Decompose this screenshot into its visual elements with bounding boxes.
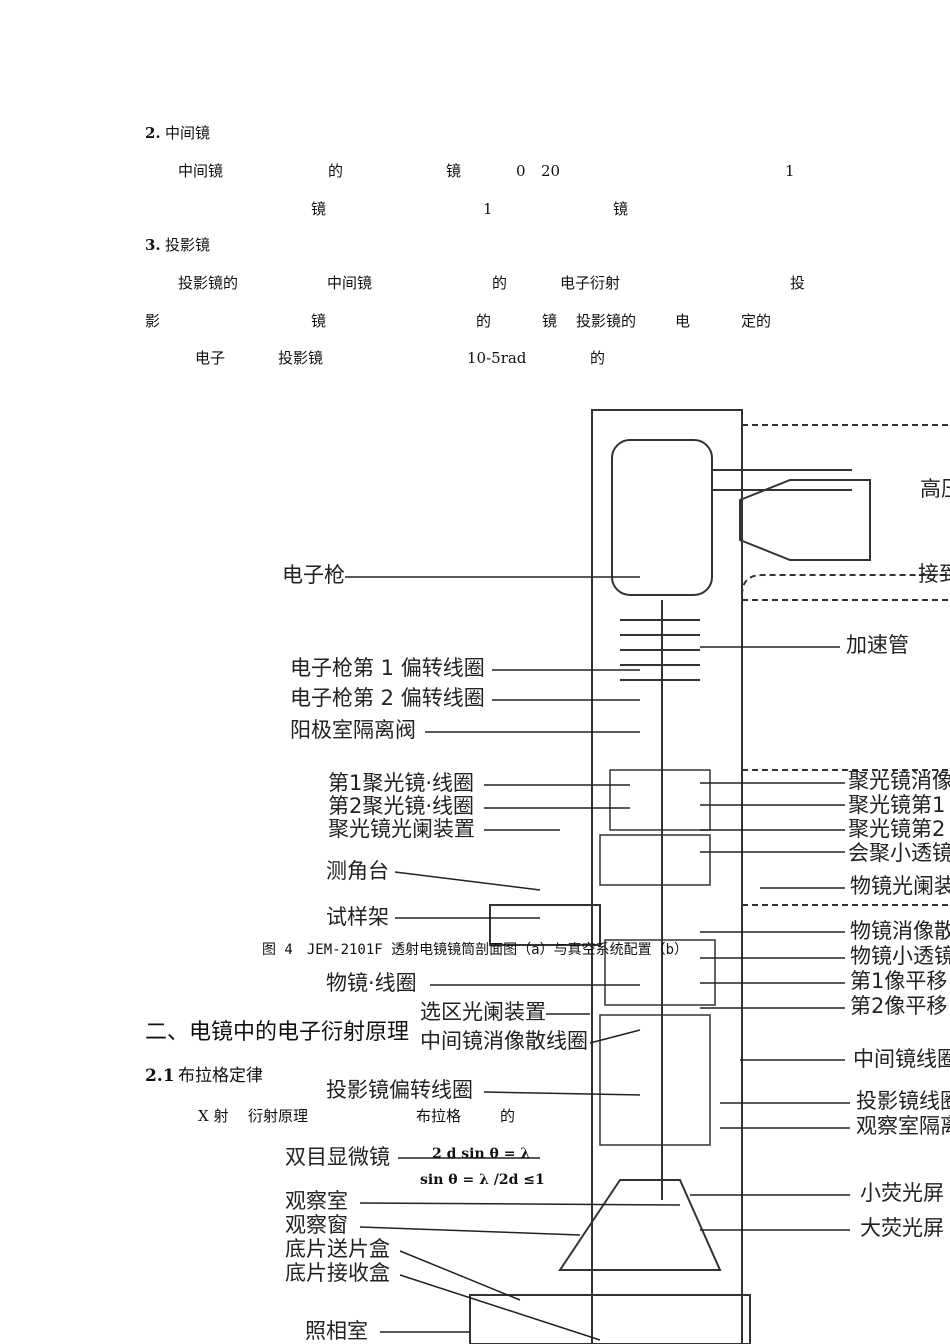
text-fragment: 衍射原理 [248,1107,309,1125]
diagram-label: 底片接收盒 [285,1261,390,1285]
section-title: 布拉格定律 [178,1066,263,1086]
diagram-label: 聚光镜第1 [848,793,946,817]
diagram-label: 观察窗 [285,1213,348,1237]
text-fragment: 的 [476,312,492,330]
diagram-label: 观察室隔离 [856,1114,950,1138]
text-fragment: 影 [145,312,161,330]
diagram-label: 双目显微镜 [285,1145,390,1169]
text-fragment: 布拉格 [416,1107,462,1125]
diagram-label: 第2聚光镜·线圈 [328,794,475,818]
text-fragment: 中间镜 [178,162,224,180]
text-fragment: 1 [785,162,795,180]
text-fragment: 定的 [741,312,772,330]
figure-caption: 图 4 JEM-2101F 透射电镜镜筒剖面图（a）与真空系统配置（b） [262,942,689,958]
text-fragment: 电 [675,312,691,330]
diagram-label: 高压 [920,477,950,501]
diagram-label: 观察室 [285,1189,348,1213]
text-fragment: 的 [500,1107,516,1125]
section-number: 2. [145,124,161,142]
diagram-label: 会聚小透镜 [848,841,950,865]
diagram-label: 阳极室隔离阀 [290,718,416,742]
text-fragment: X 射 [198,1107,229,1125]
diagram-label: 电子枪第 1 偏转线圈 [290,656,485,680]
text-fragment: 1 [483,200,493,218]
diagram-label: 投影镜线圈 [856,1089,950,1113]
diagram-label: 大荧光屏 [860,1216,944,1240]
diagram-label: 第1聚光镜·线圈 [328,771,475,795]
text-fragment: 中间镜 [327,274,373,292]
text-fragment: 投影镜的 [576,312,637,330]
diagram-label: 底片送片盒 [285,1237,390,1261]
section-number: 3. [145,236,161,254]
diagram-label: 聚光镜光阑装置 [328,817,475,841]
diagram-label: 聚光镜消像 [848,769,950,793]
bragg-equation: 2 d sin θ = λ [432,1146,531,1162]
diagram-label: 小荧光屏 [860,1181,944,1205]
diagram-label: 投影镜偏转线圈 [326,1078,473,1102]
text-fragment: 投影镜的 [178,274,239,292]
text-fragment: 的 [328,162,344,180]
diagram-label: 照相室 [305,1319,368,1343]
diagram-label: 聚光镜第2 [848,817,946,841]
section-number: 2.1 [145,1066,175,1086]
text-fragment: 镜 [613,200,629,218]
diagram-label: 第1像平移 [850,969,948,993]
diagram-label: 测角台 [326,859,389,883]
diagram-label: 接到 [918,562,950,586]
diagram-label: 电子枪 [282,563,345,587]
text-fragment: 镜 [311,200,327,218]
diagram-label: 物镜·线圈 [326,971,417,995]
text-fragment: 投 [790,274,806,292]
text-fragment: 镜 [311,312,327,330]
diagram-label: 物镜小透镜 [850,944,950,968]
section-title: 投影镜 [165,236,211,254]
text-fragment: 电子 [195,349,226,367]
text-fragment: 投影镜 [278,349,324,367]
text-fragment: 的 [492,274,508,292]
section-title: 中间镜 [165,124,211,142]
text-fragment: 镜 [542,312,558,330]
text-fragment: 0 [516,162,526,180]
diagram-label: 加速管 [846,633,909,657]
text-fragment: 的 [590,349,606,367]
diagram-label: 中间镜消像散线圈 [420,1029,588,1053]
diagram-label: 第2像平移 [850,994,948,1018]
diagram-label: 试样架 [326,905,389,929]
text-fragment: 10-5rad [467,349,527,367]
chapter-title: 二、电镜中的电子衍射原理 [145,1020,410,1045]
text-fragment: 20 [541,162,561,180]
bragg-inequality: sin θ = λ /2d ≤1 [420,1172,545,1188]
diagram-label: 物镜光阑装 [850,874,950,898]
diagram-label: 电子枪第 2 偏转线圈 [290,686,485,710]
diagram-label: 物镜消像散 [850,919,950,943]
text-fragment: 电子衍射 [560,274,621,292]
diagram-label: 中间镜线圈 [853,1047,950,1071]
text-fragment: 镜 [446,162,462,180]
diagram-label: 选区光阑装置 [420,1000,546,1024]
